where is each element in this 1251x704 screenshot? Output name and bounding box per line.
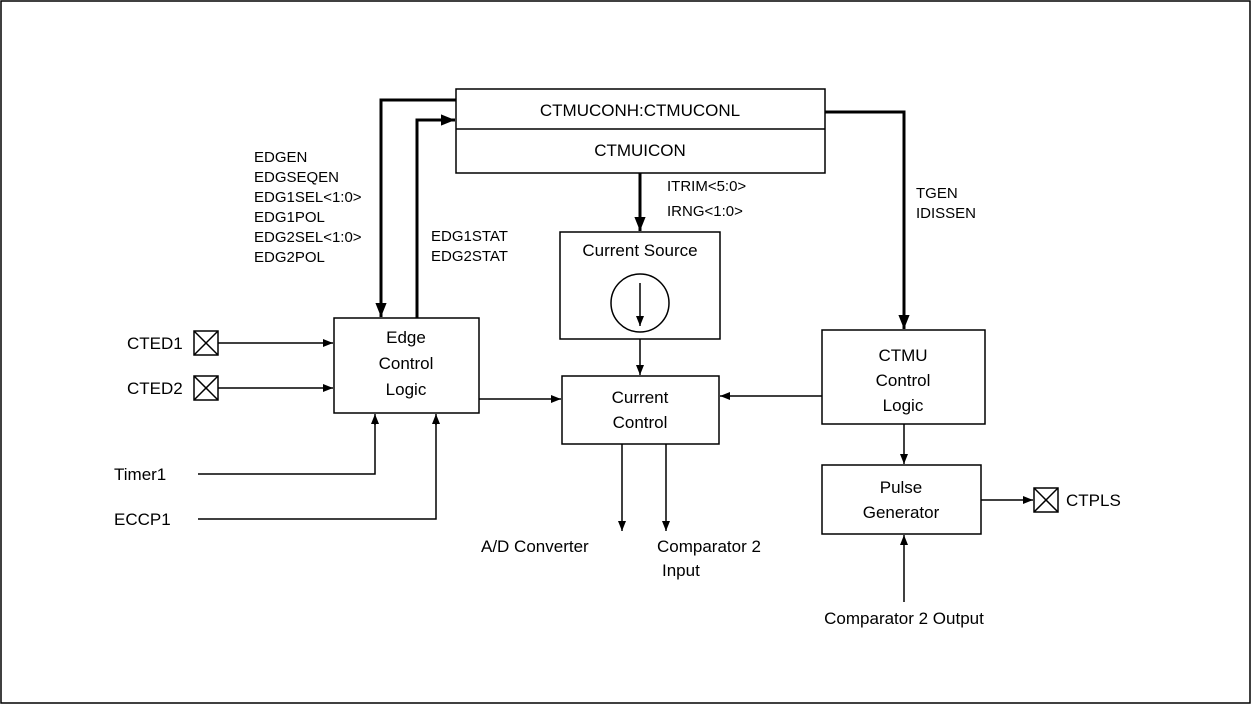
pin-cted2-label: CTED2 (127, 379, 183, 398)
signal-edg1stat: EDG1STAT (431, 228, 508, 245)
current-control-label-2: Control (613, 413, 668, 432)
signal-edg2stat: EDG2STAT (431, 248, 508, 265)
input-comparator-output-label: Comparator 2 Output (824, 609, 984, 628)
pulse-generator-block (821, 464, 982, 535)
pin-cted2-cross-b (193, 375, 219, 401)
signal-tgen: TGEN (916, 185, 958, 202)
ctmu-ctrl-bus (825, 110, 906, 318)
signal-edg1sel: EDG1SEL<1:0> (254, 189, 362, 206)
output-comparator-label-1: Comparator 2 (657, 537, 761, 556)
edge-config-bus (379, 98, 456, 306)
pin-ctpls-label: CTPLS (1066, 491, 1121, 510)
pin-cted1-cross-b (193, 330, 219, 356)
edge-control-logic-block (333, 317, 480, 414)
register-ctmucon-label: CTMUCONH:CTMUCONL (540, 101, 740, 120)
current-control-label-1: Current (612, 388, 669, 407)
current-source-label: Current Source (582, 241, 697, 260)
signal-edgen: EDGEN (254, 149, 307, 166)
ctmu-control-label-3: Logic (883, 396, 924, 415)
edge-control-label-3: Logic (386, 380, 427, 399)
output-comparator-label-2: Input (662, 561, 700, 580)
timer1-wire (198, 420, 376, 475)
signal-irng: IRNG<1:0> (667, 203, 743, 220)
edge-control-label-1: Edge (386, 328, 426, 347)
pin-ctpls-cross-b (1033, 487, 1059, 513)
signal-edg2pol: EDG2POL (254, 249, 325, 266)
register-ctmuicon-label: CTMUICON (594, 141, 686, 160)
ctmu-control-label-2: Control (876, 371, 931, 390)
current-source-icon (610, 273, 670, 333)
eccp1-wire (198, 420, 437, 520)
input-eccp1-label: ECCP1 (114, 510, 171, 529)
ctmu-control-label-1: CTMU (878, 346, 927, 365)
signal-itrim: ITRIM<5:0> (667, 178, 746, 195)
output-adc-label: A/D Converter (481, 537, 589, 556)
signal-edgseqen: EDGSEQEN (254, 169, 339, 186)
current-control-block (561, 375, 720, 445)
pin-cted1-label: CTED1 (127, 334, 183, 353)
signal-idissen: IDISSEN (916, 205, 976, 222)
edge-control-label-2: Control (379, 354, 434, 373)
pulse-generator-label-2: Generator (863, 503, 940, 522)
signal-edg2sel: EDG2SEL<1:0> (254, 229, 362, 246)
signal-edg1pol: EDG1POL (254, 209, 325, 226)
pulse-generator-label-1: Pulse (880, 478, 923, 497)
edge-status-bus (415, 118, 445, 318)
input-timer1-label: Timer1 (114, 465, 166, 484)
register-box (455, 88, 826, 174)
